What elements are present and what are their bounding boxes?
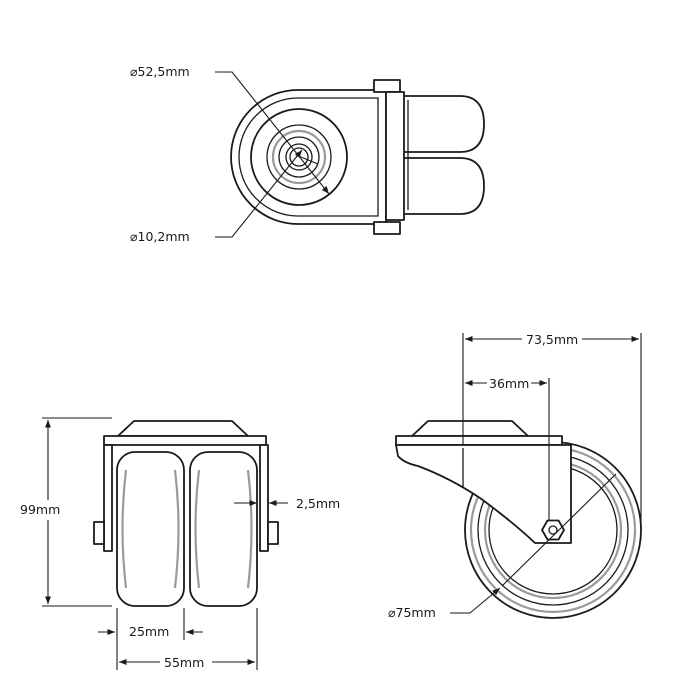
label-top-outer-diameter: ⌀52,5mm [130, 64, 190, 79]
front-view-fork-left [103, 444, 113, 552]
top-view-fork [385, 91, 405, 221]
label-overall-width: 55mm [164, 655, 204, 670]
label-wheel-width: 25mm [129, 624, 169, 639]
label-wheel-diameter: ⌀75mm [388, 605, 436, 620]
label-top-bore-diameter: ⌀10,2mm [130, 229, 190, 244]
label-overall-depth: 73,5mm [526, 332, 578, 347]
side-view: 73,5mm 36mm ⌀75mm [388, 331, 642, 620]
front-view: 99mm 2,5mm 25mm 55mm [14, 417, 340, 670]
leader-top-bore [215, 149, 303, 238]
front-view-wheel-left [116, 451, 185, 607]
top-view-nut-top [373, 79, 401, 93]
side-view-axle [541, 519, 565, 541]
front-view-nut-right [267, 521, 279, 545]
front-view-fork-right [259, 444, 269, 552]
top-view-nut-bottom [373, 221, 401, 235]
side-view-fork [395, 444, 572, 544]
top-view-wheels [399, 95, 485, 215]
label-offset: 36mm [489, 376, 529, 391]
front-view-nut-left [93, 521, 105, 545]
front-view-plate [117, 420, 249, 437]
label-height: 99mm [20, 502, 60, 517]
front-view-wheel-right [189, 451, 258, 607]
top-view: ⌀52,5mm ⌀10,2mm [130, 64, 485, 244]
label-gap: 2,5mm [296, 496, 340, 511]
side-view-plate [411, 420, 529, 437]
